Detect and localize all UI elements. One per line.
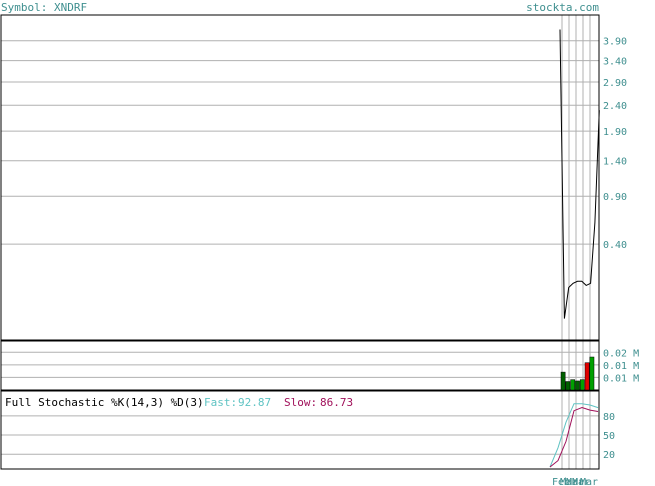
fast-label: Fast: — [204, 396, 237, 409]
volume-tick-label: 0.02 M — [603, 348, 639, 359]
stochastic-frame — [0, 390, 600, 470]
volume-bar — [575, 380, 580, 391]
x-tick-label: Mar — [580, 477, 598, 486]
volume-frame — [0, 340, 600, 391]
stochastic-tick-label: 20 — [603, 450, 615, 461]
price-tick-label: 2.40 — [603, 101, 627, 112]
price-frame — [0, 14, 600, 341]
volume-panel: 0.02 M 0.01 M0.01 M — [0, 340, 639, 391]
volume-tick-label: 0.01 M — [603, 373, 639, 384]
stochastic-title: Full Stochastic %K(14,3) %D(3) — [5, 396, 204, 409]
volume-bar — [579, 379, 585, 391]
stochastic-tick-label: 80 — [603, 412, 615, 423]
volume-bar — [589, 356, 595, 391]
stochastic-panel: Full Stochastic %K(14,3) %D(3) Fast: 92.… — [0, 390, 615, 486]
price-tick-label: 2.90 — [603, 78, 627, 89]
symbol-label: Symbol: XNDRF — [1, 1, 87, 14]
stochastic-tick-label: 50 — [603, 431, 615, 442]
price-tick-label: 1.40 — [603, 157, 627, 168]
price-tick-label: 1.90 — [603, 127, 627, 138]
volume-bar — [560, 371, 566, 391]
volume-bar — [584, 362, 590, 391]
price-tick-label: 3.40 — [603, 57, 627, 68]
x-tick-label: Feb — [552, 477, 570, 486]
slow-line — [549, 406, 599, 468]
volume-bar — [570, 379, 576, 391]
fast-line — [549, 403, 599, 468]
price-tick-label: 0.90 — [603, 192, 627, 203]
slow-value: 86.73 — [320, 396, 353, 409]
brand-label: stockta.com — [526, 1, 599, 14]
volume-bar — [565, 381, 571, 391]
x-tick-label: Mar — [560, 477, 578, 486]
price-tick-label: 3.90 — [603, 37, 627, 48]
price-panel: 3.90 3.40 2.90 2.40 1.90 1.40 0.90 0.40 — [0, 14, 627, 341]
price-line — [559, 29, 600, 319]
volume-tick-label: 0.01 M — [603, 361, 639, 372]
slow-label: Slow: — [284, 396, 317, 409]
price-tick-label: 0.40 — [603, 240, 627, 251]
x-tick-label: Mar — [566, 477, 584, 486]
fast-value: 92.87 — [238, 396, 271, 409]
x-tick-label: Mar — [572, 477, 590, 486]
